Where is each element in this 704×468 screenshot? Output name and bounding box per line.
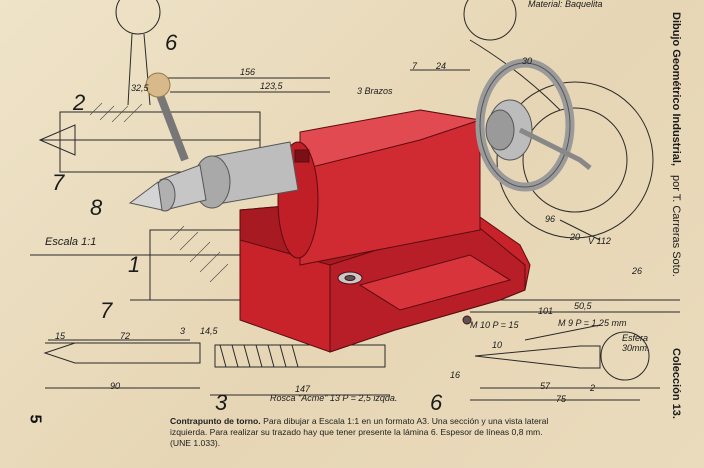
dimension: 123,5	[260, 81, 283, 91]
caption: Contrapunto de torno. Para dibujar a Esc…	[170, 416, 550, 450]
dimension: 147	[295, 384, 311, 394]
dimension: M 10 P = 15	[470, 320, 519, 330]
caption-body: Para dibujar a Escala 1:1 en un formato …	[170, 416, 549, 449]
part-number: 6	[165, 30, 178, 55]
dimension: Rosca "Acme" 13 P = 2,5 izqda.	[270, 393, 398, 403]
collection-label: Colección 13.	[670, 348, 682, 419]
scale-label: Escala 1:1	[45, 236, 97, 248]
dimension: Esfera 30mm.	[622, 333, 650, 353]
quill	[128, 72, 299, 212]
dimension: 57	[540, 381, 551, 391]
dimension: 7	[412, 61, 418, 71]
part-number: 1	[128, 252, 141, 277]
dimension: 15	[55, 331, 66, 341]
dimension: 3	[180, 326, 186, 336]
dimension: 32,5	[131, 83, 149, 93]
part-number: 8	[90, 195, 103, 220]
dimension: 24	[436, 61, 447, 71]
caption-title: Contrapunto de torno.	[170, 416, 261, 426]
part-number: 2	[73, 90, 86, 115]
dimension: 156	[240, 67, 256, 77]
dimension: V 112	[588, 236, 611, 246]
dimension: 14,5	[200, 326, 218, 336]
part-number: 7	[52, 170, 65, 195]
dimension: 26	[632, 266, 643, 276]
dimension: 20	[570, 232, 581, 242]
dimension: 101	[538, 306, 554, 316]
book-title-sidebar: Dibujo Geométrico Industrial, por T. Car…	[670, 12, 682, 277]
book-title: Dibujo Geométrico Industrial,	[670, 12, 682, 167]
dimension: 72	[120, 331, 131, 341]
part-number: 3	[215, 390, 228, 415]
dimension: 2	[590, 383, 596, 393]
dimension: 30	[522, 56, 533, 66]
page-number: 5	[26, 414, 44, 424]
part-number: 7	[100, 298, 113, 323]
part-number: 6	[430, 390, 443, 415]
handwheel	[475, 58, 592, 192]
tailstock-body	[239, 109, 531, 353]
dimension: 16	[450, 370, 461, 380]
dimension: 50,5	[574, 301, 592, 311]
book-author: por T. Carreras Soto.	[670, 175, 682, 277]
dimension: 90	[110, 381, 121, 391]
dimension: M 9 P = 1,25 mm	[558, 318, 627, 328]
dimension: 3 Brazos	[357, 86, 393, 96]
material-label: Material: Baquelita	[528, 0, 603, 9]
dimension: 10	[492, 340, 503, 350]
dimension: 75	[556, 394, 567, 404]
dimension: 96	[545, 214, 556, 224]
